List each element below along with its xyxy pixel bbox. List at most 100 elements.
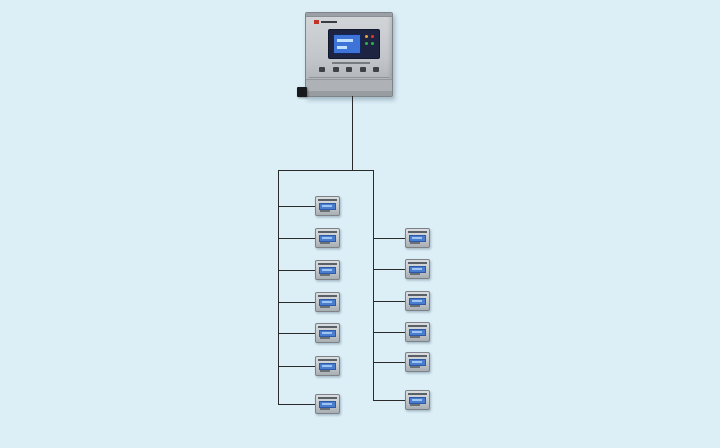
logo-mark-icon [314,20,319,24]
module-top-strip [408,262,427,264]
module-top-strip [318,231,337,233]
detector-module [315,260,340,280]
wire [352,96,353,171]
module-label-line [410,273,420,275]
module-display-glare [412,300,422,302]
module-label-line [320,306,330,308]
detector-module [405,352,430,372]
indicator-led-amber [365,35,368,38]
detector-module [315,292,340,312]
module-display [409,266,426,273]
module-display [409,397,426,404]
module-display-glare [412,399,422,401]
controller-lcd-screen [333,34,361,54]
module-display [319,203,336,210]
lcd-digit-line [337,46,347,49]
detector-module [405,228,430,248]
module-display [319,330,336,337]
wire [279,238,315,239]
module-display [319,267,336,274]
module-top-strip [408,325,427,327]
wire [279,270,315,271]
controller-top-strip [306,13,392,17]
module-top-strip [318,263,337,265]
detector-module [405,390,430,410]
module-display-glare [412,268,422,270]
controller-side-connector [297,87,307,97]
detector-module [315,356,340,376]
module-display-glare [412,361,422,363]
module-display [409,329,426,336]
module-display-glare [322,365,332,367]
module-label-line [320,274,330,276]
module-display-glare [322,332,332,334]
module-label-line [320,408,330,410]
detector-module [315,196,340,216]
module-display [319,235,336,242]
wire [279,302,315,303]
module-label-line [320,210,330,212]
module-label-line [410,305,420,307]
keypad-button [359,67,366,72]
module-top-strip [408,355,427,357]
detector-module [405,322,430,342]
controller-groove [309,77,389,78]
detector-module [405,259,430,279]
module-label-line [410,242,420,244]
wire [279,206,315,207]
controller-label-line [332,62,370,64]
controller-keypad [319,67,379,72]
wire [374,332,405,333]
wire [279,404,315,405]
detector-module [315,323,340,343]
alarm-controller [297,12,393,97]
detector-module [315,228,340,248]
indicator-led-red [371,35,374,38]
keypad-button [319,67,325,72]
wire [374,269,405,270]
keypad-button [373,67,379,72]
wire [278,170,374,171]
wire [373,170,374,401]
module-label-line [410,366,420,368]
module-display [319,299,336,306]
module-display-glare [322,237,332,239]
module-display [409,359,426,366]
detector-module [315,394,340,414]
module-top-strip [408,231,427,233]
module-label-line [320,242,330,244]
module-top-strip [318,295,337,297]
module-display-glare [322,301,332,303]
module-display-glare [412,331,422,333]
wire [279,366,315,367]
module-label-line [320,370,330,372]
module-top-strip [318,359,337,361]
wire [374,238,405,239]
module-display-glare [322,269,332,271]
wire [374,400,405,401]
module-display [319,401,336,408]
keypad-button [346,67,352,72]
module-display [319,363,336,370]
indicator-led-green-2 [365,42,368,45]
module-label-line [410,404,420,406]
module-display-glare [322,403,332,405]
module-top-strip [408,393,427,395]
wire [279,333,315,334]
module-top-strip [408,294,427,296]
module-label-line [410,336,420,338]
module-display [409,235,426,242]
wire [374,362,405,363]
controller-display-bezel [328,29,380,59]
detector-module [405,291,430,311]
logo-text-bar [321,21,337,23]
module-display [409,298,426,305]
controller-lower-panel [306,79,392,96]
keypad-button [332,67,339,72]
module-label-line [320,337,330,339]
module-display-glare [412,237,422,239]
module-top-strip [318,326,337,328]
controller-base-strip [306,91,392,96]
wire [278,170,279,405]
